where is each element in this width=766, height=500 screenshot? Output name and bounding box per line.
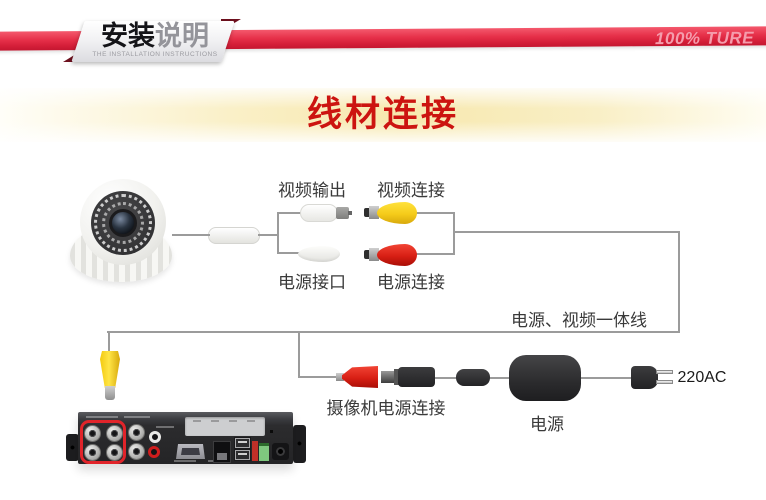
- audio-in-port: [148, 446, 160, 458]
- vga-port: [176, 444, 205, 459]
- label-camera-power-conn: 摄像机电源连接: [326, 399, 446, 418]
- bnc-port: [128, 424, 145, 441]
- usb-port: [235, 438, 250, 448]
- audio-out-port: [149, 431, 161, 443]
- banner-plaque-text: 安装说明 THE INSTALLATION INSTRUCTIONS: [80, 23, 230, 59]
- dc-plug-collar: [394, 369, 399, 385]
- usb-ports: [234, 437, 251, 461]
- dc-power-jack: [272, 443, 289, 460]
- label-power-adapter: 电源: [530, 415, 564, 434]
- cable-line: [277, 252, 300, 254]
- vent-mark: [193, 420, 201, 422]
- cable-line: [172, 234, 210, 236]
- cable-line: [453, 212, 455, 255]
- cable-line: [579, 377, 633, 379]
- usb-port: [235, 450, 250, 460]
- camera-faceplate: [91, 191, 155, 255]
- bnc-port: [128, 443, 145, 460]
- video-out-connector-pin: [348, 211, 352, 215]
- cable-line: [108, 331, 110, 353]
- cable-line: [258, 234, 278, 236]
- dvr-chassis: [78, 412, 293, 464]
- panel-print: [86, 416, 118, 418]
- label-combo-cable: 电源、视频一体线: [511, 311, 647, 330]
- banner-title-strong: 安装: [101, 21, 155, 51]
- label-220ac: 220AC: [677, 369, 727, 386]
- ac-plug-prong: [656, 370, 673, 374]
- video-input-highlight-box: [80, 420, 126, 464]
- cable-line: [277, 212, 279, 254]
- cable-line: [298, 331, 300, 378]
- cable-line: [107, 331, 680, 333]
- power-adapter-brick: [509, 355, 581, 401]
- banner-title-light: 说明: [155, 21, 209, 51]
- ethernet-port: [213, 441, 231, 463]
- cable-line: [277, 212, 302, 214]
- dvr-mount-ear-left: [66, 434, 79, 461]
- video-plug-yellow: [377, 202, 417, 224]
- ir-led-ring-inner: [102, 202, 144, 244]
- video-plug-tip: [364, 208, 370, 217]
- cable-line: [432, 377, 458, 379]
- switch-component: [252, 441, 258, 461]
- cable-line: [298, 376, 342, 378]
- reset-hole: [270, 430, 273, 433]
- label-video-conn: 视频连接: [377, 181, 445, 200]
- camera-power-connector-tip: [336, 373, 344, 381]
- dvr-vent-slot: [185, 417, 265, 436]
- power-plug-tip: [364, 250, 370, 259]
- dc-plug-body: [398, 367, 435, 387]
- power-port-connector: [298, 246, 340, 262]
- dome-camera: [68, 178, 174, 282]
- video-out-connector: [300, 204, 338, 222]
- ferrite-bead: [456, 369, 490, 386]
- camera-cable-sleeve: [208, 227, 260, 244]
- dvr-video-plug-tip: [105, 386, 115, 400]
- label-video-out: 视频输出: [278, 181, 346, 200]
- terminal-block: [259, 443, 269, 461]
- camera-lens: [109, 209, 137, 237]
- bnc-port: [84, 425, 101, 442]
- dvr-rear-panel: [66, 412, 306, 464]
- cable-line: [416, 212, 455, 214]
- label-power-conn: 电源连接: [377, 273, 445, 292]
- power-plug-red: [377, 244, 417, 266]
- panel-print: [156, 426, 174, 428]
- label-power-port: 电源接口: [278, 273, 346, 292]
- banner-title: 安装说明: [80, 23, 230, 50]
- dvr-video-plug-yellow: [100, 351, 120, 388]
- video-out-connector-tip: [336, 207, 349, 219]
- watermark-text: 100% TURE: [654, 28, 755, 49]
- page-title: 线材连接: [306, 95, 459, 134]
- vent-mark: [229, 420, 237, 422]
- ac-plug: [631, 366, 658, 389]
- screw-hole: [297, 441, 302, 446]
- video-plug-barrel: [369, 206, 379, 219]
- dc-plug-barrel: [381, 371, 396, 383]
- cable-line: [416, 253, 455, 255]
- panel-print: [124, 416, 150, 418]
- banner-subtitle: THE INSTALLATION INSTRUCTIONS: [92, 51, 218, 58]
- bnc-port: [106, 425, 123, 442]
- panel-print: [174, 460, 196, 462]
- dvr-mount-ear-right: [293, 425, 306, 463]
- camera-power-connector-red: [342, 366, 378, 388]
- cable-line: [678, 231, 680, 333]
- cable-line: [488, 377, 511, 379]
- power-plug-barrel: [369, 248, 379, 261]
- vent-mark: [247, 420, 255, 422]
- vent-mark: [211, 420, 219, 422]
- cable-line: [453, 231, 680, 233]
- screw-hole: [70, 445, 75, 450]
- section-title-band: 线材连接: [0, 88, 766, 142]
- ir-led-ring-outer: [94, 194, 152, 252]
- ac-plug-prong: [656, 380, 673, 384]
